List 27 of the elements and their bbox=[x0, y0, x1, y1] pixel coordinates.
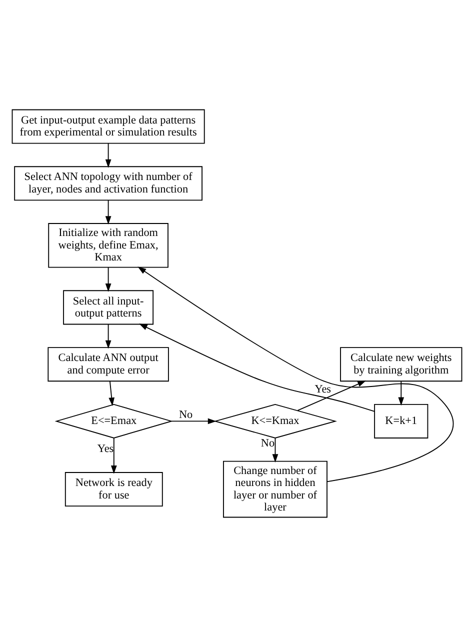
edge-label: No bbox=[260, 438, 275, 450]
node-box: Calculate ANN output and compute error bbox=[48, 347, 169, 382]
node-box: Network is ready for use bbox=[64, 472, 163, 507]
node-box: Initialize with random weights, define Emax, Kmax bbox=[48, 223, 168, 268]
arrow bbox=[398, 380, 404, 406]
arrow bbox=[272, 438, 278, 463]
edge-label: Yes bbox=[314, 384, 332, 396]
arrow bbox=[105, 200, 112, 225]
arrow bbox=[139, 324, 375, 412]
node-box: K=k+1 bbox=[374, 404, 428, 438]
node-box: Get input-output example data patterns from experimental or simulation results bbox=[12, 109, 205, 144]
arrow bbox=[108, 380, 115, 406]
node-box: Calculate new weights by training algorithm bbox=[340, 347, 462, 382]
node-box: Select ANN topology with number of layer, nodes and activation function bbox=[14, 166, 202, 201]
node-diamond: K<=Kmax bbox=[214, 404, 337, 438]
arrow bbox=[138, 266, 454, 482]
node-box: Change number of neurons in hidden layer or number of layer bbox=[223, 460, 328, 518]
arrow bbox=[105, 142, 112, 168]
arrow bbox=[171, 418, 216, 424]
arrow bbox=[105, 324, 112, 349]
node-diamond: E<=Emax bbox=[54, 404, 174, 438]
node-box: Select all input-output patterns bbox=[63, 290, 154, 325]
edge-label: Yes bbox=[97, 443, 114, 456]
arrow bbox=[110, 438, 117, 474]
edge-label: No bbox=[178, 409, 193, 422]
arrow bbox=[105, 266, 112, 292]
arrow bbox=[297, 380, 366, 411]
